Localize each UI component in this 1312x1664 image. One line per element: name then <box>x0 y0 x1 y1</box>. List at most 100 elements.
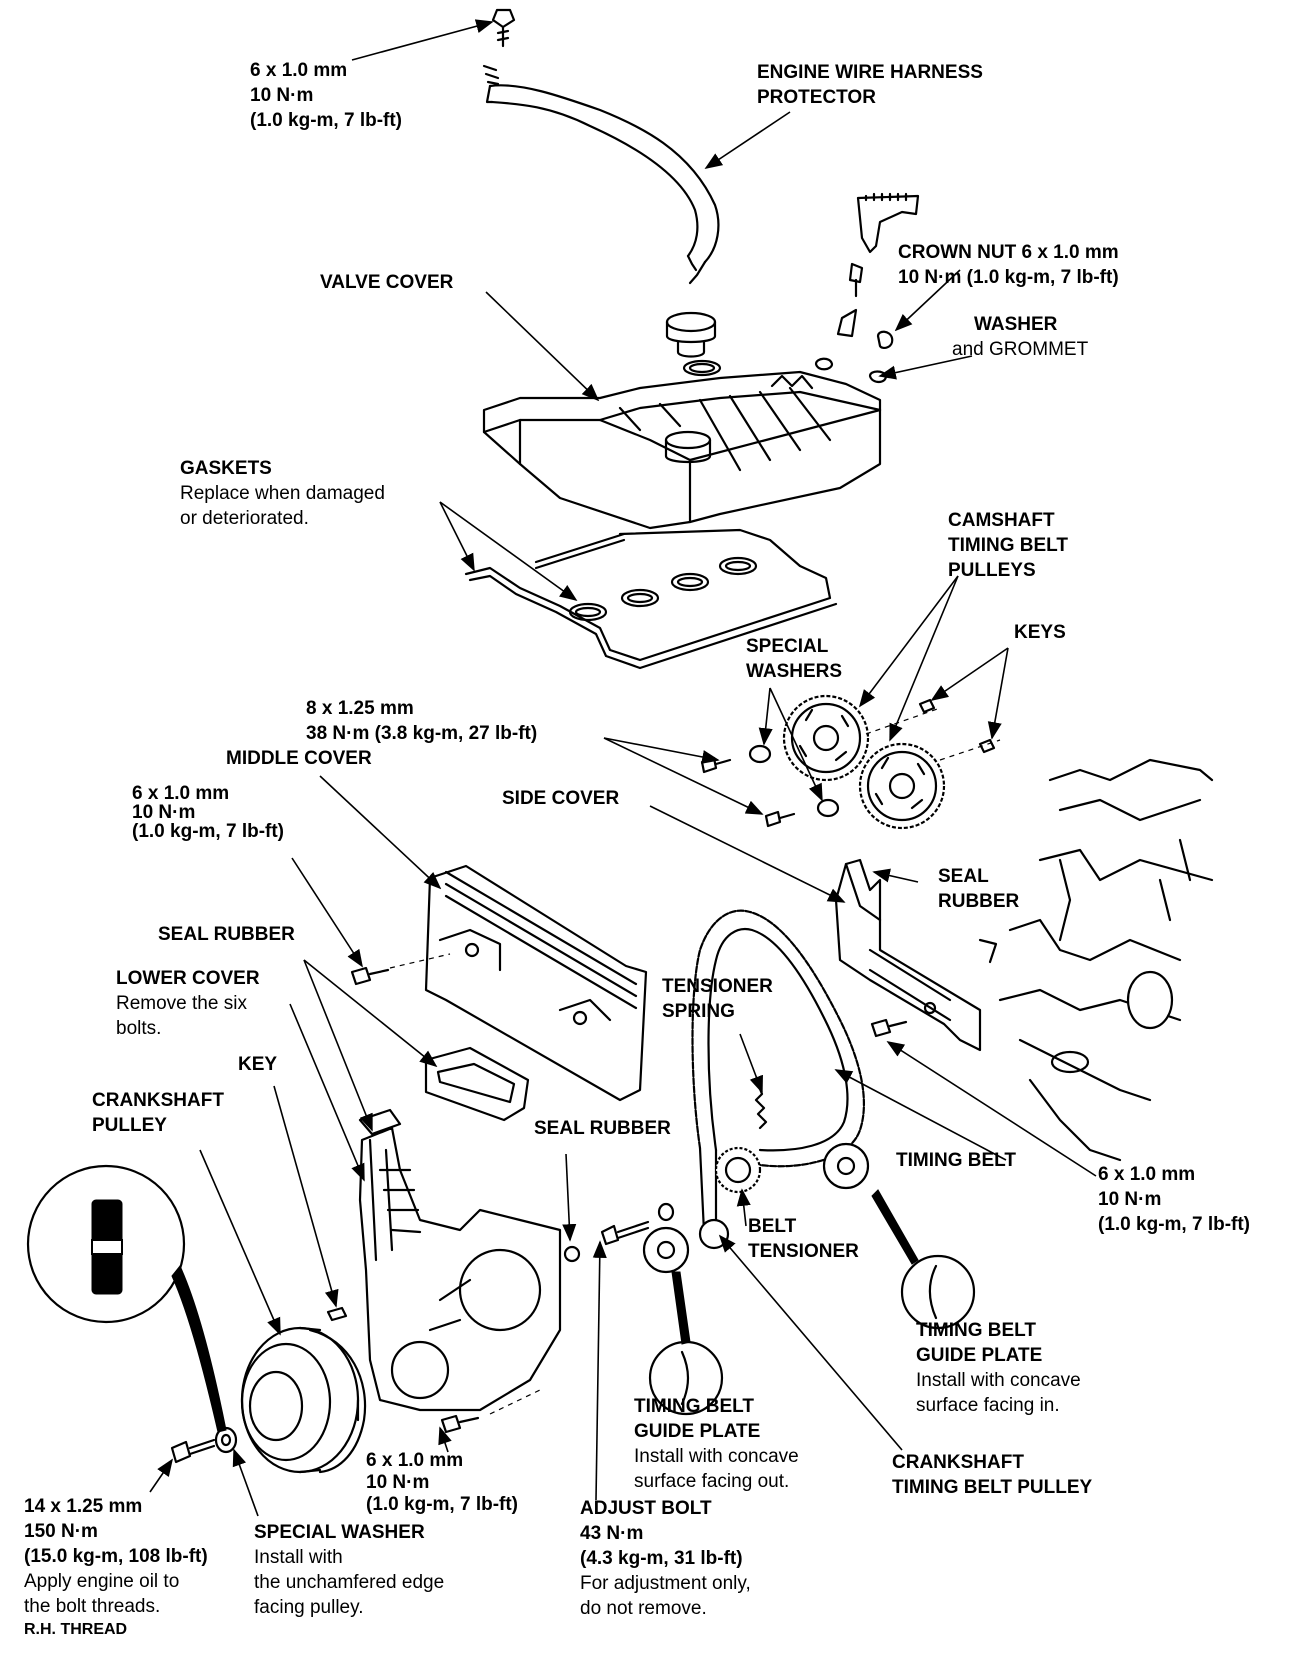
gaskets-title: GASKETS <box>180 458 272 479</box>
lower-cover-label: LOWER COVER Remove the six bolts. <box>116 966 260 1041</box>
side-cover-text: SIDE COVER <box>502 788 620 809</box>
left-bolt-spec: 6 x 1.0 mm 10 N·m (1.0 kg-m, 7 lb-ft) <box>132 784 284 841</box>
seal-rubber-right-line-2: RUBBER <box>938 891 1020 912</box>
guide-plate-in-title-1: TIMING BELT <box>916 1320 1036 1341</box>
lower-cover-title: LOWER COVER <box>116 968 260 989</box>
guide-plate-out-title-1: TIMING BELT <box>634 1396 754 1417</box>
camshaft-pulleys-label: CAMSHAFT TIMING BELT PULLEYS <box>948 508 1068 583</box>
washer-detail-callout <box>26 1164 227 1433</box>
tensioner-spring-line-1: TENSIONER <box>662 976 773 997</box>
crank-bolt-note-1: Apply engine oil to <box>24 1571 180 1592</box>
crown-nut-label: CROWN NUT 6 x 1.0 mm 10 N·m (1.0 kg-m, 7… <box>898 240 1119 290</box>
special-washers-line-2: WASHERS <box>746 661 843 682</box>
engine-block <box>998 758 1214 1162</box>
adjust-bolt-title: ADJUST BOLT <box>580 1498 712 1519</box>
valve-cover-label: VALVE COVER <box>320 270 453 295</box>
oil-filler-cap <box>665 311 722 377</box>
belt-tensioner-line-1: BELT <box>748 1216 797 1237</box>
special-washer-note-2: the unchamfered edge <box>254 1572 445 1593</box>
belt-tensioner-line-2: TENSIONER <box>748 1241 859 1262</box>
left-bolt-torque-alt: (1.0 kg-m, 7 lb-ft) <box>132 821 285 842</box>
special-washer-title: SPECIAL WASHER <box>254 1522 425 1543</box>
bottom-bolt-torque-alt: (1.0 kg-m, 7 lb-ft) <box>366 1494 519 1515</box>
key-label: KEY <box>238 1052 277 1077</box>
top-bolt-spec: 6 x 1.0 mm 10 N·m (1.0 kg-m, 7 lb-ft) <box>250 58 402 133</box>
middle-cover-label: MIDDLE COVER <box>226 746 372 771</box>
right-bolt-torque: 10 N·m <box>1098 1189 1162 1210</box>
adjust-bolt-label: ADJUST BOLT 43 N·m (4.3 kg-m, 31 lb-ft) … <box>580 1496 751 1621</box>
right-bolt-spec: 6 x 1.0 mm 10 N·m (1.0 kg-m, 7 lb-ft) <box>1098 1162 1250 1237</box>
leader-lines <box>149 19 1097 1517</box>
crank-bolt-spec: 14 x 1.25 mm 150 N·m (15.0 kg-m, 108 lb-… <box>24 1494 208 1641</box>
valve-cover <box>482 370 882 530</box>
crankshaft-pulley <box>240 1326 367 1474</box>
crank-bolt-torque-alt: (15.0 kg-m, 108 lb-ft) <box>24 1546 208 1567</box>
cam-bolt-spec: 8 x 1.25 mm 38 N·m (3.8 kg-m, 27 lb-ft) <box>306 696 537 746</box>
cam-pulleys-line-3: PULLEYS <box>948 560 1036 581</box>
right-bolt-size: 6 x 1.0 mm <box>1098 1164 1196 1185</box>
harness-protector-label: ENGINE WIRE HARNESS PROTECTOR <box>757 60 983 110</box>
valve-cover-text: VALVE COVER <box>320 272 454 293</box>
belt-tensioner-label: BELT TENSIONER <box>748 1214 859 1264</box>
crank-timing-pulley-line-2: TIMING BELT PULLEY <box>892 1477 1093 1498</box>
crank-timing-pulley-line-1: CRANKSHAFT <box>892 1452 1024 1473</box>
crown-nut-size: CROWN NUT 6 x 1.0 mm <box>898 242 1119 263</box>
key-text: KEY <box>238 1054 278 1075</box>
crank-pulley-line-1: CRANKSHAFT <box>92 1090 224 1111</box>
lower-cover <box>358 1108 562 1412</box>
crank-bolt-and-washer <box>170 1426 238 1464</box>
left-bolt-size: 6 x 1.0 mm <box>132 783 230 804</box>
harness-line-1: ENGINE WIRE HARNESS <box>757 62 983 83</box>
lower-cover-note-1: Remove the six <box>116 993 247 1014</box>
grommet-text: and GROMMET <box>952 339 1089 360</box>
guide-plate-in-note-1: Install with concave <box>916 1370 1081 1391</box>
guide-plate-in-title-2: GUIDE PLATE <box>916 1345 1043 1366</box>
seal-rubber-right-line-1: SEAL <box>938 866 989 887</box>
crank-bolt-torque: 150 N·m <box>24 1521 98 1542</box>
crank-bolt-thread: R.H. THREAD <box>24 1621 128 1638</box>
adjust-bolt-torque: 43 N·m <box>580 1523 644 1544</box>
gaskets-note-1: Replace when damaged <box>180 483 385 504</box>
cam-bolt-torque: 38 N·m (3.8 kg-m, 27 lb-ft) <box>306 723 538 744</box>
crank-bolt-size: 14 x 1.25 mm <box>24 1496 143 1517</box>
special-washer-note-1: Install with <box>254 1547 343 1568</box>
seal-rubber-right-label: SEAL RUBBER <box>938 864 1019 914</box>
gaskets-note-2: or deteriorated. <box>180 508 309 529</box>
harness-line-2: PROTECTOR <box>757 87 876 108</box>
special-washers-line-1: SPECIAL <box>746 636 829 657</box>
crankshaft-pulley-label: CRANKSHAFT PULLEY <box>92 1088 224 1138</box>
adjust-bolt-torque-alt: (4.3 kg-m, 31 lb-ft) <box>580 1548 743 1569</box>
cam-pulleys-line-1: CAMSHAFT <box>948 510 1055 531</box>
side-cover-bolt <box>870 1018 908 1038</box>
crank-timing-pulley-label: CRANKSHAFT TIMING BELT PULLEY <box>892 1450 1092 1500</box>
special-washers-label: SPECIAL WASHERS <box>746 634 842 684</box>
middle-cover-text: MIDDLE COVER <box>226 748 372 769</box>
camshaft-pulleys <box>748 694 1001 830</box>
cam-pulleys-line-2: TIMING BELT <box>948 535 1068 556</box>
guide-plate-in-label: TIMING BELT GUIDE PLATE Install with con… <box>916 1318 1081 1418</box>
guide-plate-out-title-2: GUIDE PLATE <box>634 1421 761 1442</box>
seal-rubber-left-label: SEAL RUBBER <box>158 922 295 947</box>
crank-bolt-note-2: the bolt threads. <box>24 1596 161 1617</box>
middle-cover-bolt <box>350 953 451 986</box>
seal-rubber-left-text: SEAL RUBBER <box>158 924 295 945</box>
washer-text: WASHER <box>974 314 1058 335</box>
crank-key <box>326 1306 348 1322</box>
gaskets-label: GASKETS Replace when damaged or deterior… <box>180 456 385 531</box>
bottom-bolt-torque: 10 N·m <box>366 1472 430 1493</box>
side-cover <box>834 858 998 1052</box>
guide-plate-out-label: TIMING BELT GUIDE PLATE Install with con… <box>634 1394 799 1494</box>
top-bolt-torque-alt: (1.0 kg-m, 7 lb-ft) <box>250 110 403 131</box>
top-bolt-size: 6 x 1.0 mm <box>250 60 348 81</box>
bottom-bolt-spec: 6 x 1.0 mm 10 N·m (1.0 kg-m, 7 lb-ft) <box>366 1450 518 1516</box>
timing-belt-text: TIMING BELT <box>896 1150 1016 1171</box>
guide-plate-in-note-2: surface facing in. <box>916 1395 1060 1416</box>
adjust-bolt-note-1: For adjustment only, <box>580 1573 751 1594</box>
tensioner-spring-line-2: SPRING <box>662 1001 735 1022</box>
crank-pulley-line-2: PULLEY <box>92 1115 167 1136</box>
side-cover-label: SIDE COVER <box>502 786 619 811</box>
left-bolt-torque: 10 N·m <box>132 802 196 823</box>
timing-belt-label: TIMING BELT <box>896 1148 1016 1173</box>
guide-plate-out-note-2: surface facing out. <box>634 1471 790 1492</box>
